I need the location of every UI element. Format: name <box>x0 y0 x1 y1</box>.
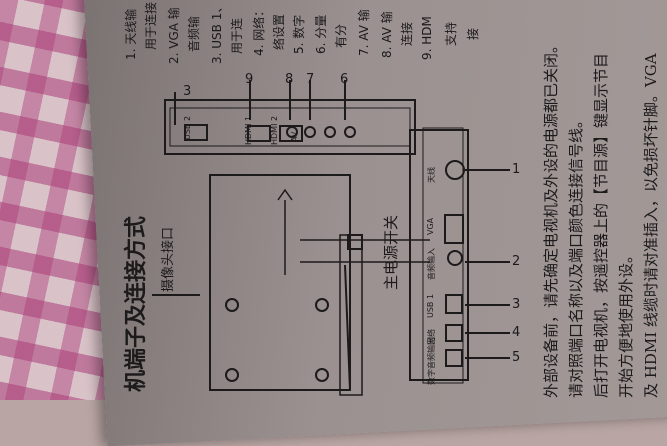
paragraph-4: 开始方便地使用外设。 <box>617 247 635 398</box>
port-diagram <box>152 80 510 396</box>
side-callout-3: 3 <box>183 84 192 99</box>
rear-port-vga-label: VGA <box>426 217 435 235</box>
side-callout-8: 8 <box>285 72 294 87</box>
power-switch-label: 主电源开关 <box>382 214 400 290</box>
list-item: 用于连 <box>230 17 244 54</box>
rear-callout-5: 5 <box>512 350 521 365</box>
antenna-jack <box>445 160 465 180</box>
side-port-av-label: AV <box>290 131 299 142</box>
audio-in-jack <box>447 250 463 266</box>
paragraph-3: 后打开电视机，按遥控器上的【节目源】键显示节目 <box>592 52 610 398</box>
rear-callout-4: 4 <box>512 325 521 340</box>
list-item: 音频输 <box>187 15 201 52</box>
rear-port-usb1-label: USB 1 <box>426 293 435 318</box>
hdmi2-port <box>279 125 303 142</box>
av-jack-3 <box>324 126 336 138</box>
list-item: 7. AV 输 <box>357 9 371 56</box>
list-item: 接 <box>466 27 480 40</box>
paragraph-1: 外部设备前，请先确定电视机及外设的电源都已关闭。 <box>542 37 560 398</box>
av-jack-2 <box>304 126 316 138</box>
list-item: 9. HDM <box>420 16 434 60</box>
side-port-hdmi1-label: HDMI 1 <box>244 115 253 145</box>
section-heading: 机端子及连接方式 <box>123 215 149 392</box>
screw-3 <box>225 368 239 382</box>
list-item: 络设置 <box>272 13 286 50</box>
list-item: 1. 天线输 <box>124 8 138 60</box>
screw-4 <box>315 368 329 382</box>
rear-port-optical-label: 数字音频输出 <box>427 337 436 385</box>
rear-callout-3: 3 <box>512 297 521 312</box>
rear-callout-2: 2 <box>512 254 521 269</box>
av-jack-4 <box>344 126 356 138</box>
side-port-usb2-label: USB 2 <box>183 115 192 140</box>
network-port <box>445 324 463 342</box>
side-callout-9: 9 <box>245 72 254 87</box>
rear-panel-outline <box>409 129 469 381</box>
side-callout-6: 6 <box>340 72 349 87</box>
list-item: 8. AV 输 <box>380 11 394 58</box>
av-jack-1 <box>286 126 298 138</box>
list-item: 连接 <box>400 21 414 46</box>
hdmi1-port <box>247 125 271 142</box>
rear-port-audio-label: 音频输入 <box>427 248 436 280</box>
list-item: 有分 <box>334 23 348 48</box>
rear-callout-1: 1 <box>512 162 521 177</box>
power-switch <box>347 234 363 250</box>
usb1-port <box>445 294 463 314</box>
list-item: 2. VGA 输 <box>167 7 181 64</box>
camera-port-label: 摄像头接口 <box>161 226 176 292</box>
list-item: 支持 <box>444 21 458 46</box>
optical-port <box>445 349 463 367</box>
screw-2 <box>315 298 329 312</box>
side-port-hdmi2-label: HDMI 2 <box>270 115 279 145</box>
list-item: 用于连接 <box>144 1 158 50</box>
list-item: 4. 网络： <box>252 4 266 56</box>
vga-port <box>444 214 464 244</box>
paragraph-2: 请对照端口名称以及端口颜色连接信号线。 <box>567 112 585 398</box>
list-item: 6. 分量 <box>314 14 328 54</box>
list-item: 3. USB 1、 <box>210 0 224 64</box>
screw-1 <box>225 298 239 312</box>
side-callout-7: 7 <box>306 72 315 87</box>
tv-back-outline <box>209 174 351 391</box>
usb2-port <box>184 124 208 141</box>
rear-port-antenna-label: 天线 <box>427 167 436 183</box>
paragraph-5: 及 HDMI 线缆时请对准插入，以免损坏针脚。VGA <box>642 53 660 398</box>
list-item: 5. 数字 <box>292 14 306 54</box>
